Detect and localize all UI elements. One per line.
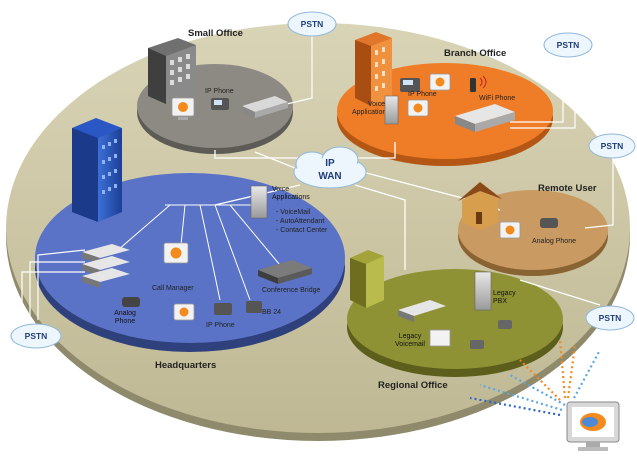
pstn-cloud-remote-user: PSTN	[588, 133, 636, 159]
branch-voice-applications-label: Voice Applications	[352, 101, 385, 116]
remote-user-house-icon	[458, 182, 502, 230]
pstn-label: PSTN	[601, 141, 624, 151]
hq-gateway-stack-icon	[82, 244, 130, 288]
hq-feature-contact-center: - Contact Center	[276, 227, 328, 234]
small-office-building-icon	[148, 38, 196, 104]
branch-voice-server-icon	[384, 95, 399, 125]
hq-feature-autoattendant: - AutoAttendant	[276, 218, 324, 225]
hq-voice-applications-label: Voice Applications	[272, 186, 310, 201]
branch-pc-icon	[429, 73, 451, 91]
regional-gateway-icon	[398, 300, 446, 322]
ip-wan-cloud: IP WAN	[293, 146, 367, 189]
pstn-label: PSTN	[301, 19, 324, 29]
regional-office-building-icon	[350, 250, 384, 308]
small-office-ip-phone-label: IP Phone	[205, 88, 234, 95]
legacy-pbx-label: Legacy PBX	[493, 290, 516, 305]
pstn-cloud-branch-office: PSTN	[543, 32, 593, 58]
pstn-cloud-small-office: PSTN	[287, 11, 337, 37]
management-console-monitor-icon	[566, 401, 620, 451]
regional-office-platform	[347, 269, 563, 377]
pstn-links	[21, 36, 614, 320]
hq-pc-icon	[173, 303, 195, 321]
headquarters-title: Headquarters	[155, 360, 216, 371]
hq-ip-phone-icon	[214, 303, 232, 315]
wifi-phone-icon	[470, 75, 487, 92]
remote-user-title: Remote User	[538, 183, 597, 194]
pstn-cloud-headquarters: PSTN	[10, 323, 62, 349]
conference-bridge-icon	[258, 260, 312, 284]
pstn-label: PSTN	[599, 313, 622, 323]
legacy-voicemail-icon	[429, 329, 451, 347]
legacy-pbx-icon	[474, 271, 492, 311]
pstn-label: PSTN	[557, 40, 580, 50]
remote-user-analog-phone-label: Analog Phone	[532, 238, 576, 245]
call-manager-pc-icon	[163, 242, 189, 264]
hq-voice-server-icon	[250, 185, 268, 219]
small-office-ip-phone-icon	[211, 98, 229, 110]
headquarters-building-icon	[72, 118, 122, 222]
branch-gateway-icon	[455, 104, 515, 132]
hq-ip-phone-label: IP Phone	[206, 322, 235, 329]
management-beams	[469, 339, 601, 417]
bb24-phone-icon	[246, 301, 262, 313]
wifi-phone-label: WiFi Phone	[479, 95, 515, 102]
branch-ip-phone-label: IP Phone	[408, 91, 437, 98]
remote-user-analog-phone-icon	[540, 218, 558, 228]
call-manager-label: Call Manager	[152, 285, 194, 292]
bb24-label: BB 24	[262, 309, 281, 316]
regional-phones-icon	[470, 320, 512, 349]
hq-feature-voicemail: - VoiceMail	[276, 209, 311, 216]
small-office-title: Small Office	[188, 28, 243, 39]
conference-bridge-label: Conference Bridge	[262, 287, 320, 294]
regional-office-title: Regional Office	[378, 380, 448, 391]
ip-wan-label-line1: IP	[325, 158, 335, 169]
branch-office-building-icon	[355, 32, 392, 106]
branch-office-title: Branch Office	[444, 48, 506, 59]
branch-ip-phone-icon	[400, 78, 420, 92]
hq-analog-phone-icon	[122, 297, 140, 307]
pstn-label: PSTN	[25, 331, 48, 341]
remote-user-pc-icon	[499, 221, 521, 239]
small-office-gateway-icon	[242, 96, 288, 118]
pstn-cloud-regional-office: PSTN	[585, 305, 635, 331]
branch-pc2-icon	[407, 99, 429, 117]
small-office-pc-icon	[171, 97, 195, 120]
legacy-voicemail-label: Legacy Voicemail	[395, 333, 425, 348]
hq-analog-phone-label: Analog Phone	[114, 310, 136, 325]
ip-wan-label-line2: WAN	[318, 171, 341, 182]
